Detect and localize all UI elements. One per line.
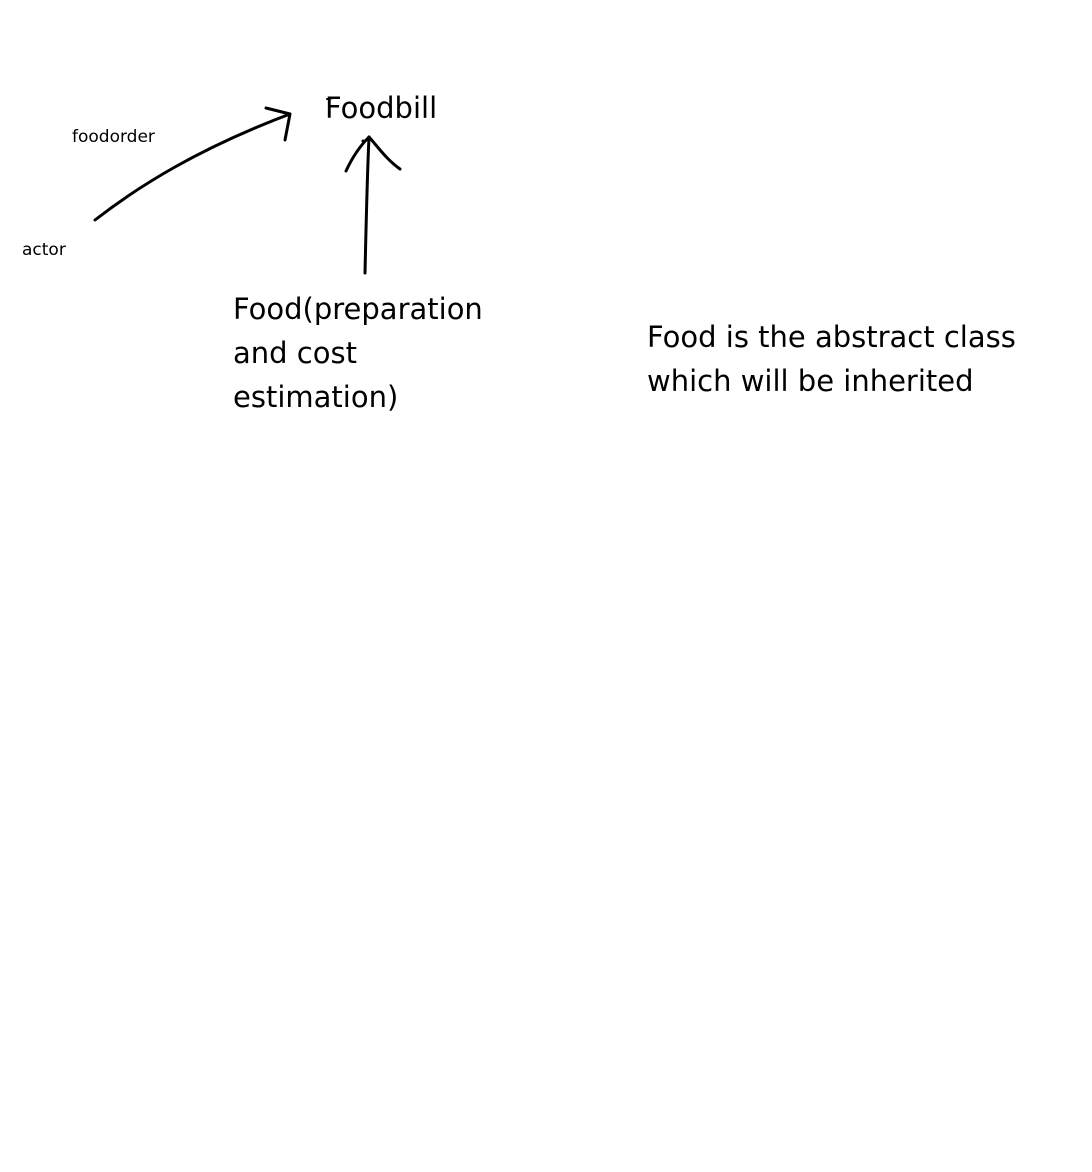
pen-mark [326,97,334,100]
food-class-line-1: Food(preparation [233,292,483,326]
food-class-line-3: estimation) [233,380,399,414]
note-line-2: which will be inherited [647,364,974,398]
note-line-1: Food is the abstract class [647,320,1016,354]
food-class-line-2: and cost [233,336,357,370]
actor-label: actor [22,240,66,260]
actor-to-foodbill-arrowhead [264,106,292,142]
foodorder-edge-label: foodorder [72,127,155,147]
foodbill-label: Foodbill [325,91,438,125]
abstract-class-note: Food is the abstract class which will be… [647,315,1016,403]
actor-to-foodbill-arrow [93,112,292,222]
pen-dot [361,139,365,143]
food-to-foodbill-arrow [363,135,371,275]
food-class-label: Food(preparation and cost estimation) [233,287,483,419]
food-to-foodbill-arrowhead [344,135,402,173]
